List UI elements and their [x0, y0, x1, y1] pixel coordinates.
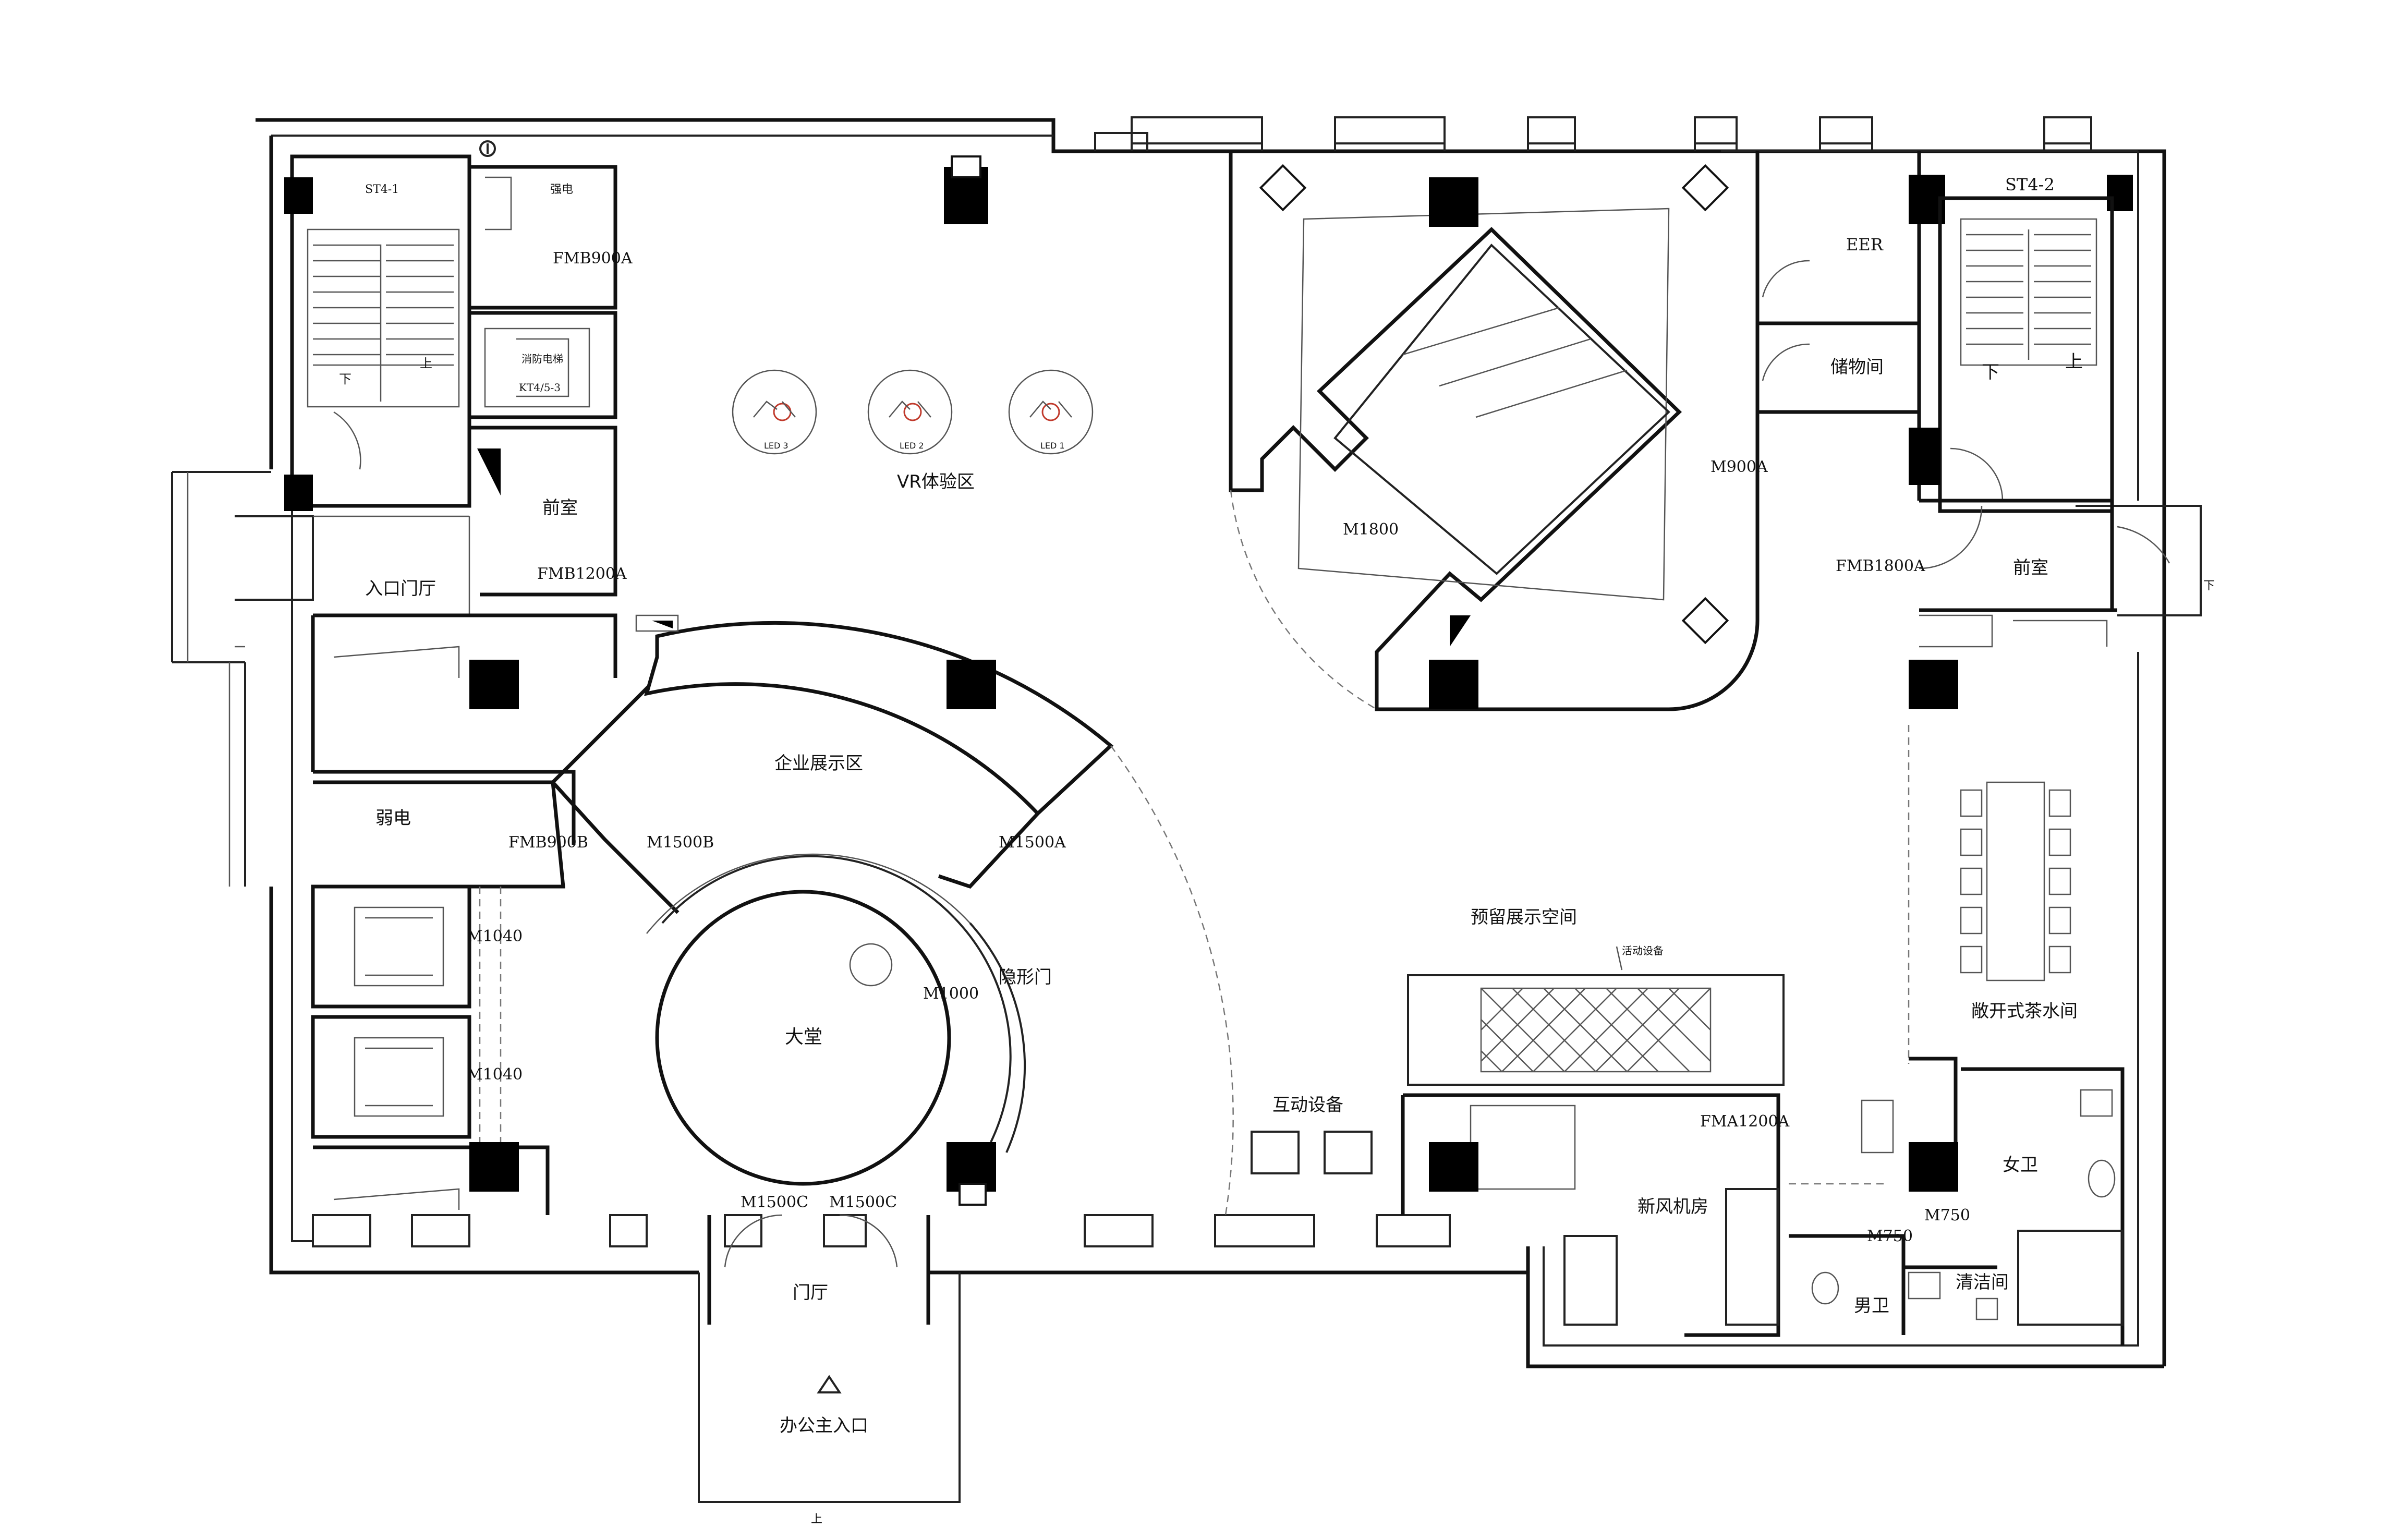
stair-label-right: ST4-2: [2005, 175, 2055, 195]
stair-up-left: 上: [420, 356, 432, 371]
room-label-entry-hall: 入口门厅: [365, 578, 436, 599]
wc-block: [1789, 1057, 2125, 1345]
room-label-vr-zone: VR体验区: [897, 471, 975, 492]
left-entry-ramp: [171, 471, 2202, 887]
door-label-m1000: M1000: [923, 985, 979, 1003]
column: [469, 1142, 519, 1192]
reserved-display: [1251, 946, 1785, 1174]
fire-elevator-label: 消防电梯: [521, 353, 563, 365]
room-label-strong-current: 强电: [550, 183, 573, 196]
room-label-front-room-left: 前室: [542, 498, 578, 518]
movable-equipment-label: 活动设备: [1622, 944, 1664, 957]
rotated-meeting-room: [1229, 151, 1760, 711]
stair-down-left: 下: [339, 372, 351, 386]
room-label-corporate-display: 企业展示区: [774, 753, 863, 774]
vr-station-2: [867, 369, 953, 455]
core-lower-left: [311, 613, 617, 1215]
door-label-fmb1200a: FMB1200A: [537, 565, 627, 583]
vestibule: [698, 1214, 961, 1503]
stair-marks: 下 上 下 上 下 上: [339, 351, 2215, 1526]
room-label-male-wc: 男卫: [1854, 1295, 1889, 1316]
stair-st4-1: [290, 154, 471, 508]
room-label-lobby: 大堂: [785, 1026, 822, 1048]
room-label-eer: EER: [1846, 235, 1884, 254]
door-label-fmb1800a: FMB1800A: [1836, 557, 1925, 575]
column: [284, 475, 313, 511]
room-label-weak-current: 弱电: [375, 808, 411, 829]
door-label-m750-b: M750: [1924, 1206, 1970, 1224]
door-label-m1500a: M1500A: [999, 833, 1066, 852]
door-label-m1500c-a: M1500C: [741, 1193, 808, 1211]
door-label-fma1200a: FMA1200A: [1700, 1112, 1790, 1131]
room-label-pantry: 敞开式茶水间: [1971, 1001, 2078, 1022]
fresh-air-room: [1401, 1093, 1888, 1337]
door-label-m1500b: M1500B: [647, 833, 714, 852]
interactive-screen: [1251, 1131, 1373, 1174]
led-1-label: LED 1: [1040, 441, 1065, 451]
pantry: [1960, 781, 2071, 981]
door-labels: FMB900A FMB1200A FMB900B M1500B M1500A M…: [467, 249, 1970, 1245]
door-label-m1800: M1800: [1343, 520, 1399, 539]
ramp-down-mark: 下: [2203, 579, 2215, 592]
door-label-fmb900b: FMB900B: [508, 833, 588, 852]
room-label-female-wc: 女卫: [2003, 1155, 2038, 1175]
room-label-storage: 储物间: [1830, 357, 1884, 378]
corporate-display-zone: [550, 614, 1234, 1216]
door-label-m1500c-b: M1500C: [829, 1193, 897, 1211]
entrance-up-mark: 上: [811, 1513, 822, 1526]
room-labels: VR体验区 LED 3 LED 2 LED 1 企业展示区 大堂 隐形门 入口门…: [365, 175, 2078, 1436]
stair-label-left: ST4-1: [365, 183, 399, 196]
elevator-code-label: KT4/5-3: [519, 381, 561, 394]
room-label-reserved-display: 预留展示空间: [1471, 907, 1577, 928]
hidden-door-label: 隐形门: [999, 967, 1052, 988]
led-3-label: LED 3: [764, 441, 788, 451]
led-2-label: LED 2: [900, 441, 924, 451]
vr-zone: [732, 155, 1094, 455]
column: [469, 660, 519, 709]
core-left: [313, 165, 617, 616]
door-label-m750-a: M750: [1867, 1227, 1913, 1245]
stair-down-right: 下: [1982, 362, 1999, 383]
lobby: [646, 853, 1026, 1206]
stair-up-right: 上: [2065, 351, 2083, 372]
vr-station-3: [732, 369, 817, 455]
room-label-interactive-equipment: 互动设备: [1272, 1095, 1343, 1115]
room-label-fresh-air-room: 新风机房: [1637, 1196, 1708, 1217]
main-entrance-label: 办公主入口: [780, 1415, 868, 1436]
door-label-fmb900a: FMB900A: [553, 249, 633, 268]
exterior-walls: [256, 116, 2166, 1368]
door-label-m1040-b: M1040: [467, 1065, 523, 1084]
door-label-m1040-a: M1040: [467, 927, 523, 945]
bottom-facade: [312, 1214, 1451, 1247]
door-label-m900a: M900A: [1710, 458, 1768, 476]
room-label-janitor: 清洁间: [1956, 1272, 2009, 1293]
core-right: [1757, 151, 2133, 1064]
room-label-vestibule: 门厅: [793, 1282, 828, 1303]
room-label-front-room-right: 前室: [2013, 557, 2048, 578]
column: [284, 177, 313, 214]
north-marker: [479, 140, 496, 157]
vr-station-1: [1008, 369, 1094, 455]
